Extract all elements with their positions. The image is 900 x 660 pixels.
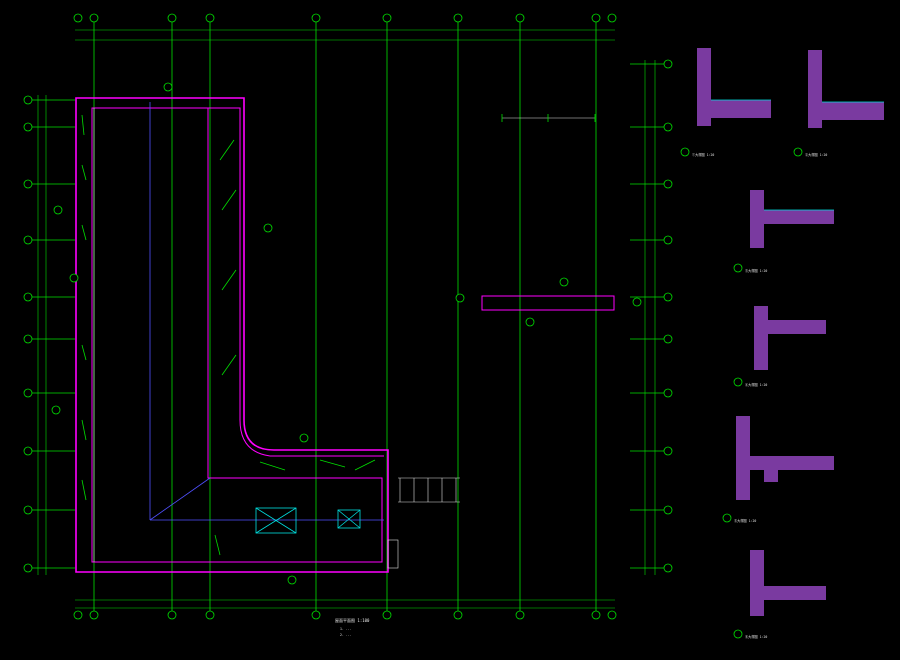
plan-title: 屋面平面图 1:100 [335, 617, 370, 623]
top-dimension-lines [37, 29, 656, 609]
detail-2-title: ②大样图 1:20 [805, 152, 827, 157]
detail-1 [680, 48, 771, 157]
roof-outline [75, 97, 389, 573]
detail-6-title: ⑥大样图 1:20 [745, 634, 767, 639]
canopy-plan [455, 114, 642, 327]
detail-5 [722, 416, 834, 523]
detail-5-title: ⑤大样图 1:20 [734, 518, 756, 523]
plan-note-2: 2. ... [340, 633, 352, 637]
detail-3 [733, 190, 834, 273]
drainage-arrows [81, 114, 376, 556]
vertical-grid-lines [93, 22, 597, 612]
ridge-lines [93, 102, 384, 562]
left-axis-bubbles [23, 95, 33, 573]
bottom-axis-bubbles [73, 610, 617, 620]
detail-4 [733, 306, 826, 387]
top-axis-bubbles [73, 13, 617, 23]
detail-2 [793, 50, 884, 157]
detail-4-title: ④大样图 1:20 [745, 382, 767, 387]
stair-hatch [398, 477, 460, 503]
plan-note-1: 1. ... [340, 627, 352, 631]
detail-6 [733, 550, 826, 639]
detail-1-title: ①大样图 1:20 [692, 152, 714, 157]
horizontal-grid-lines [28, 63, 668, 569]
detail-callouts [51, 82, 309, 585]
right-axis-bubbles [663, 59, 673, 573]
roof-equipment [255, 507, 399, 569]
detail-3-title: ③大样图 1:20 [745, 268, 767, 273]
